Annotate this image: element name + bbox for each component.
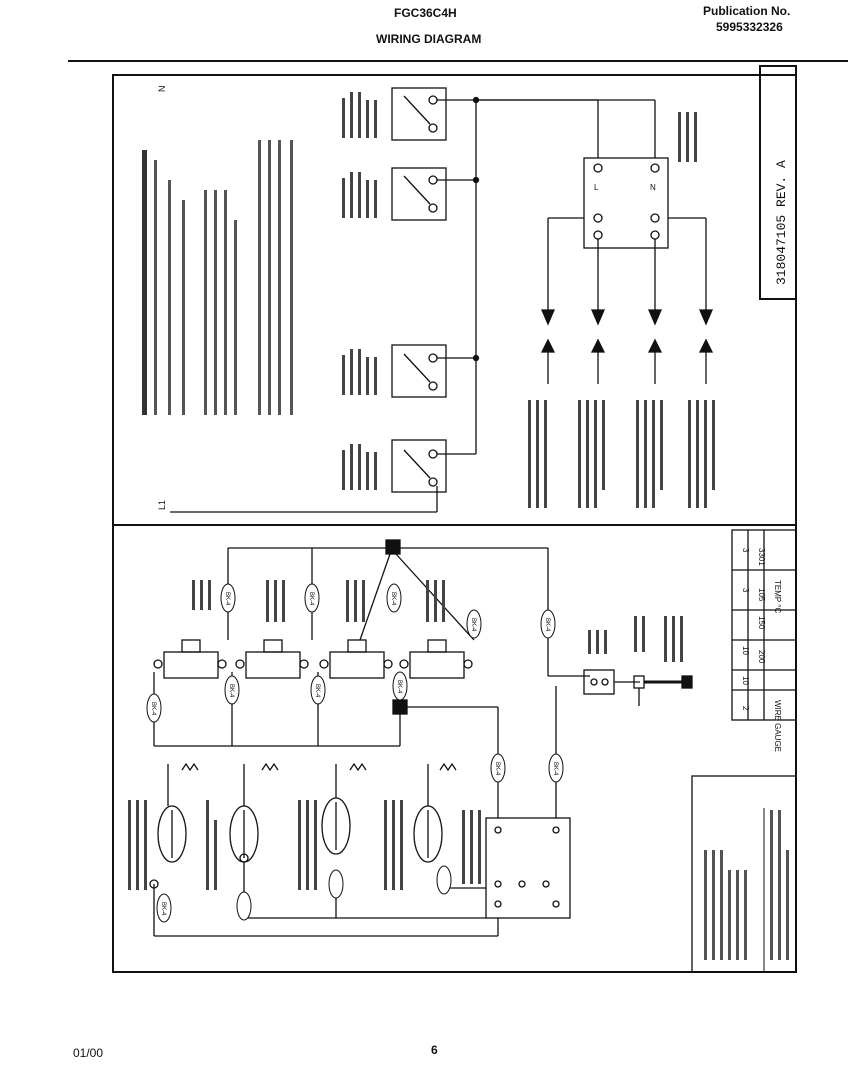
switch-pictorial-4 — [399, 639, 473, 679]
igniter-4 — [413, 762, 457, 889]
legend-r2c2: 150 — [757, 616, 766, 630]
wire-code-7: BK-4 — [228, 684, 234, 698]
legend-r2c1: 200 — [757, 650, 766, 664]
terminal-block — [583, 669, 615, 695]
spark-module: L N — [583, 157, 669, 249]
igniter-3 — [321, 762, 367, 889]
caution-notes — [142, 140, 293, 415]
switch-labels — [342, 92, 697, 490]
top-junction — [385, 539, 401, 555]
switch-pictorial-2 — [235, 639, 309, 679]
wire-code-10: BK-4 — [494, 762, 500, 776]
plug — [681, 675, 693, 689]
legend-r2c4: 3301 — [757, 548, 766, 566]
part-number-box: 318047105 REV. A — [759, 65, 797, 300]
page-number: 6 — [431, 1043, 438, 1057]
burner-switch-1 — [391, 87, 447, 141]
wire-legend-table — [731, 529, 797, 721]
module-n-label: N — [650, 183, 656, 192]
wire-legend-values: 2 10 10 3 3 200 150 105 3301 WIRE GAUGE … — [741, 548, 782, 752]
wire-code-markers — [146, 583, 564, 923]
wire-code-5: BK-4 — [544, 618, 550, 632]
footer-date: 01/00 — [73, 1046, 104, 1060]
wire-code-8: BK-4 — [314, 684, 320, 698]
burner-switch-2 — [391, 167, 447, 221]
diagram-title: WIRING DIAGRAM — [376, 32, 482, 46]
wire-code-11: BK-4 — [552, 762, 558, 776]
module-l-label: L — [594, 183, 599, 192]
wire-code-12: BK-4 — [160, 902, 166, 916]
wire-code-9: BK-4 — [396, 680, 402, 694]
igniter-1 — [149, 762, 199, 889]
publication-number: 5995332326 — [716, 20, 783, 34]
wire-code-labels: BK-4 BK-4 BK-4 BK-4 BK-4 BK-4 BK-4 BK-4 … — [150, 592, 558, 916]
legend-r2c3: 105 — [757, 588, 766, 602]
spark-module-pictorial — [485, 817, 571, 919]
publication-label: Publication No. — [703, 4, 791, 18]
legend-col1: WIRE GAUGE — [773, 700, 782, 752]
part-number: 318047105 REV. A — [774, 160, 789, 285]
burner-switch-4 — [391, 439, 447, 493]
wire-code-2: BK-4 — [308, 592, 314, 606]
wire-code-6: BK-4 — [150, 702, 156, 716]
legend-r1c3: 10 — [741, 646, 750, 655]
legend-col2: TEMP °C — [773, 580, 782, 614]
igniter-2 — [229, 762, 279, 863]
burner-switch-3 — [391, 344, 447, 398]
lower-component-labels — [128, 580, 683, 890]
legend-r1c2: 10 — [741, 676, 750, 685]
lower-pictorial — [149, 539, 693, 937]
burner-output-labels — [528, 400, 715, 508]
diagram-frame — [112, 74, 797, 973]
l1-label: L1 — [157, 500, 167, 510]
legend-r1c1: 2 — [741, 706, 750, 711]
switch-pictorial-1 — [153, 639, 227, 679]
notes-box — [691, 775, 797, 973]
switch-pictorial-3 — [319, 639, 393, 679]
wire-code-4: BK-4 — [470, 618, 476, 632]
n-label: N — [157, 86, 167, 93]
upper-schematic: L1 N — [157, 86, 714, 513]
wire-code-3: BK-4 — [390, 592, 396, 606]
wire-code-1: BK-4 — [224, 592, 230, 606]
model-number: FGC36C4H — [394, 6, 457, 20]
legend-r1c5: 3 — [741, 548, 750, 553]
legend-r1c4: 3 — [741, 588, 750, 593]
